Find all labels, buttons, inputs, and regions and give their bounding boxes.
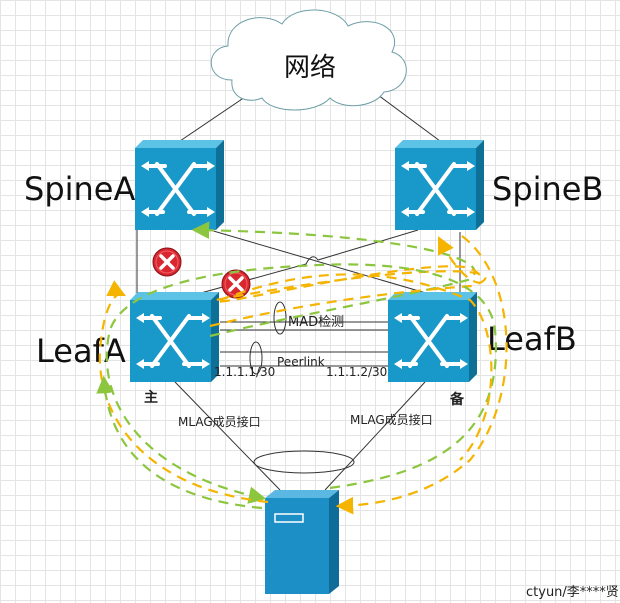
mlag-a-label: MLAG成员接口 bbox=[178, 414, 261, 429]
link-leaf-b-server bbox=[324, 381, 426, 491]
watermark: ctyun/李****贤 bbox=[526, 585, 619, 600]
mad-label: MAD检测 bbox=[288, 315, 344, 330]
leaf-a-role: 主 bbox=[144, 389, 158, 406]
spine-a-label: SpineA bbox=[24, 170, 135, 208]
server-icon bbox=[265, 490, 339, 594]
spine-b-label: SpineB bbox=[492, 170, 603, 208]
flow-green-loop bbox=[105, 263, 497, 504]
link-spine-a-leaf-b bbox=[209, 229, 437, 297]
flow-green-left bbox=[96, 375, 263, 510]
link-cloud-spine-b bbox=[377, 94, 441, 142]
peerlink-ip-a: 1.1.1.1/30 bbox=[214, 365, 275, 379]
network-cloud: 网络 bbox=[210, 9, 407, 111]
spine-b-switch bbox=[395, 140, 484, 230]
peerlink-lag-ellipse bbox=[249, 341, 263, 375]
mlag-b-label: MLAG成员接口 bbox=[350, 412, 433, 427]
link-leaf-a-server bbox=[174, 381, 281, 491]
link-cloud-spine-a bbox=[179, 94, 249, 142]
leaf-b-label: LeafB bbox=[487, 320, 577, 358]
flow-orange-upper bbox=[209, 236, 487, 328]
link-spine-b-leaf-a bbox=[189, 229, 419, 297]
leaf-a-switch bbox=[130, 292, 219, 382]
cloud-label: 网络 bbox=[284, 53, 336, 83]
connection-lines bbox=[136, 94, 461, 491]
mlag-lag-ellipse bbox=[253, 450, 355, 474]
flow-orange-loop bbox=[98, 280, 269, 504]
error-icon bbox=[152, 247, 182, 277]
leaf-a-label: LeafA bbox=[36, 332, 126, 370]
flow-green-upper bbox=[191, 221, 476, 338]
spine-a-switch bbox=[135, 140, 224, 230]
leaf-b-role: 备 bbox=[449, 391, 465, 408]
traffic-flows bbox=[96, 221, 508, 515]
peerlink-label: Peerlink bbox=[277, 355, 325, 369]
leaf-b-switch bbox=[388, 292, 477, 382]
flow-orange-mid bbox=[219, 273, 493, 461]
flow-orange-right bbox=[335, 235, 508, 515]
mad-lag-ellipse bbox=[273, 301, 287, 335]
peerlink-ip-b: 1.1.1.2/30 bbox=[326, 365, 387, 379]
